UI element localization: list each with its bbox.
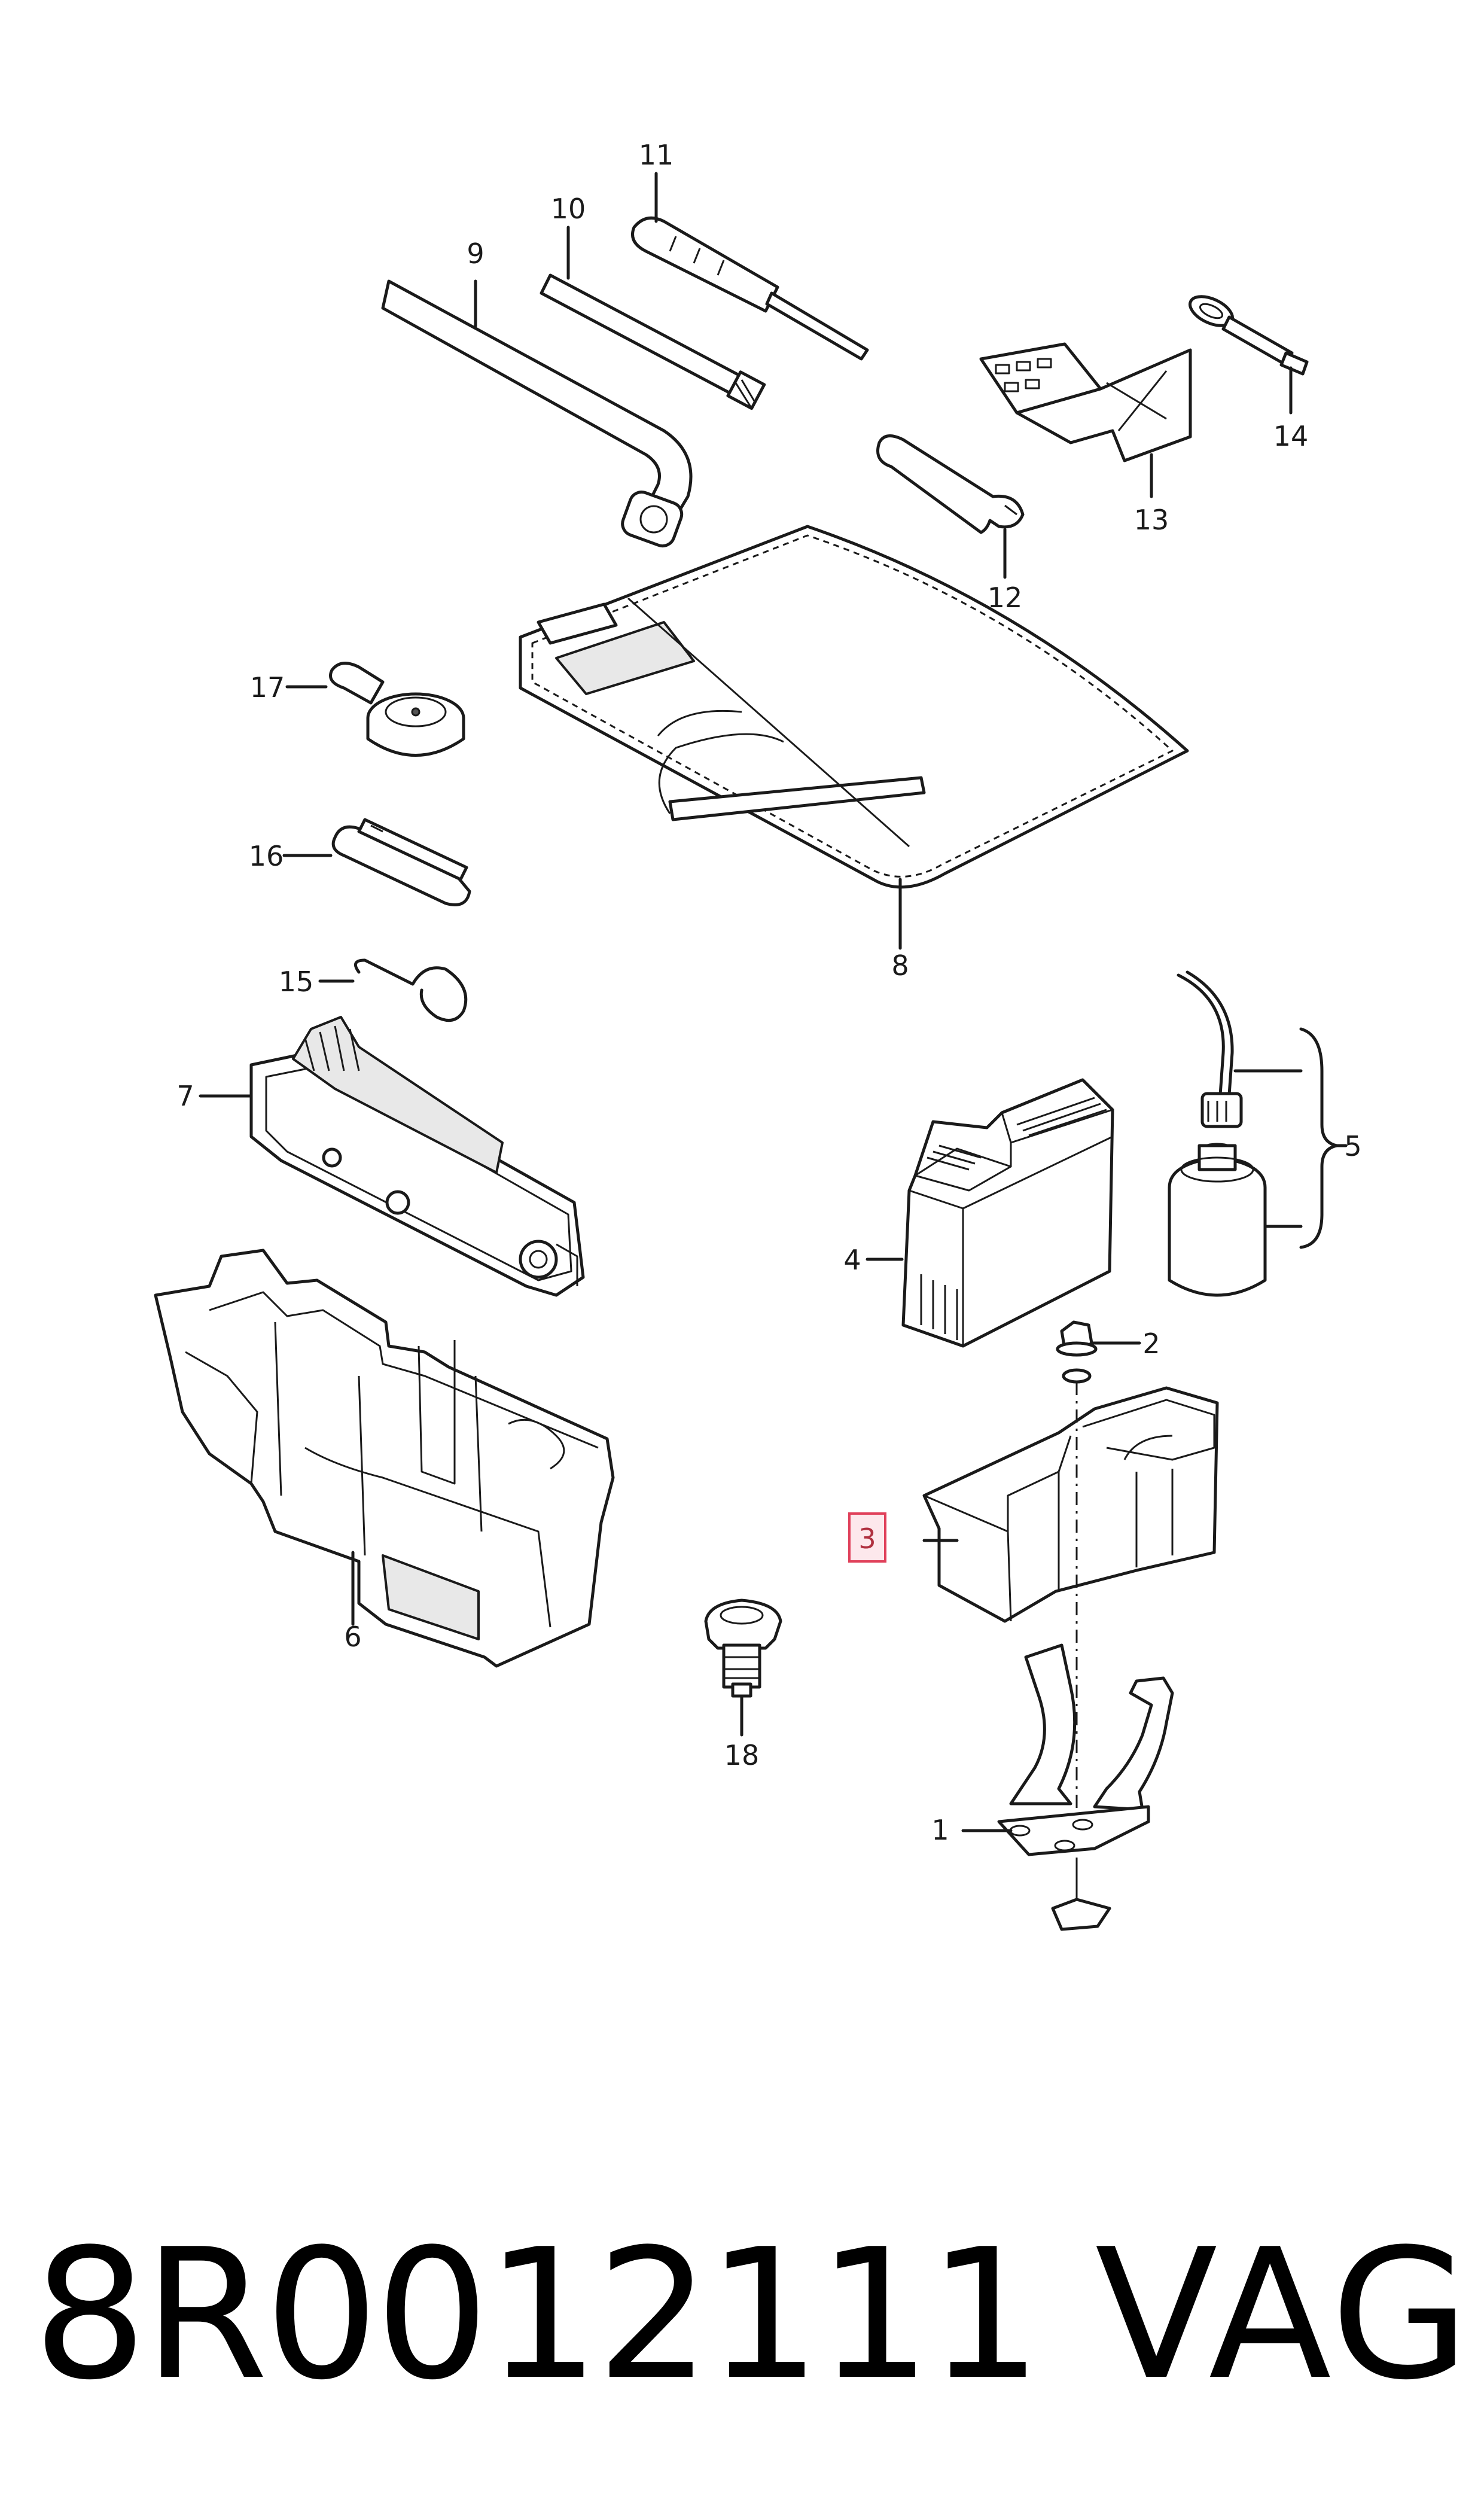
exploded-parts-diagram: 1 2 3 4 5 6 7 8 9 10 11 12 13 14 15 16 1…	[154, 139, 1362, 1931]
brand-label: VAG	[1095, 2211, 1472, 2419]
callout-3: 3	[858, 1523, 876, 1555]
callout-10: 10	[551, 193, 586, 225]
part-3-storage-tray	[922, 1386, 1219, 1623]
callout-12: 12	[988, 581, 1023, 614]
callout-9: 9	[467, 238, 484, 270]
part-9-wheel-brace	[381, 279, 693, 548]
part-1-bracket	[997, 1643, 1174, 1856]
part-4-carton	[901, 1078, 1114, 1348]
callout-18: 18	[724, 1739, 760, 1771]
callout-2: 2	[1142, 1327, 1160, 1360]
part-12-wrench	[876, 434, 1025, 534]
part-7-jack	[249, 1016, 585, 1297]
part-11-screwdriver	[631, 216, 869, 361]
callout-13: 13	[1134, 504, 1169, 536]
part-13-wheel-chock	[979, 342, 1192, 462]
part-16-clip	[331, 818, 471, 906]
part-5-sealant-bottle	[1168, 970, 1267, 1297]
part-2-nut	[1056, 1320, 1098, 1384]
callout-15: 15	[279, 966, 314, 998]
part-14-towing-eye	[1189, 295, 1309, 376]
callout-6: 6	[344, 1621, 361, 1653]
part-10-extension-bar	[540, 273, 766, 410]
footer: 8R0012111 VAG	[0, 2190, 1484, 2501]
part-number: 8R0012111	[33, 2211, 1042, 2419]
callout-11: 11	[639, 139, 674, 171]
callout-1: 1	[931, 1814, 949, 1846]
part-18-valve	[704, 1599, 782, 1698]
callout-8: 8	[891, 949, 909, 982]
callout-4: 4	[843, 1244, 861, 1276]
part-15-hook	[354, 958, 468, 1022]
callout-7: 7	[176, 1080, 194, 1112]
part-1-screw	[1051, 1858, 1111, 1931]
callout-5: 5	[1344, 1130, 1361, 1162]
part-6-foam-insert	[154, 1249, 615, 1668]
part-8-tool-bag	[519, 525, 1189, 889]
bracket-5	[1299, 1027, 1339, 1249]
callout-labels: 1 2 3 4 5 6 7 8 9 10 11 12 13 14 15 16 1…	[176, 139, 1361, 1846]
callout-16: 16	[249, 840, 284, 872]
part-17-pressure-gauge	[329, 662, 465, 757]
callout-17: 17	[250, 671, 285, 704]
callout-14: 14	[1273, 420, 1309, 452]
callout-3-highlight-box	[848, 1512, 886, 1563]
